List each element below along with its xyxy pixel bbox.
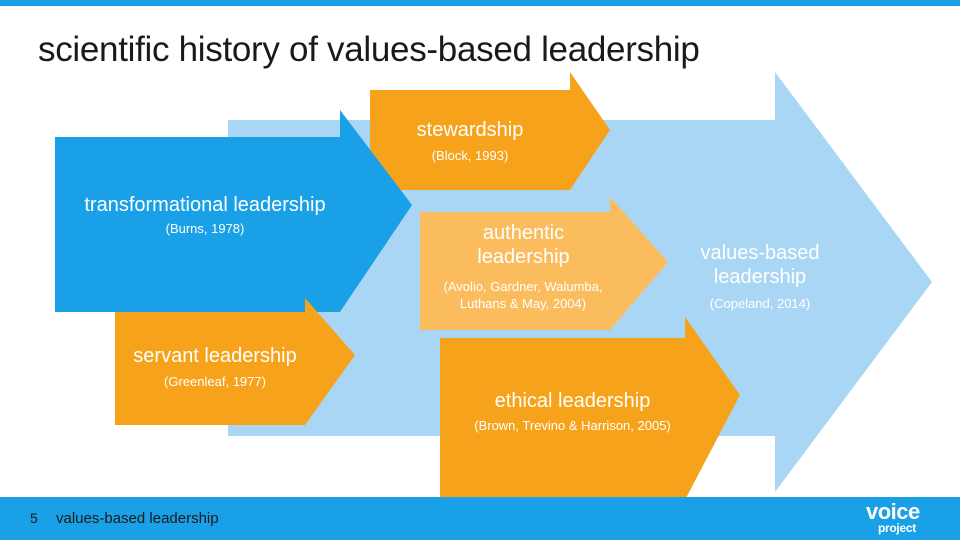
transformational-arrow: [55, 110, 412, 312]
footer-bar: 5 values-based leadership voice project: [0, 497, 960, 540]
stewardship-label: stewardship: [416, 119, 524, 141]
ethical-label: ethical leadership: [494, 390, 651, 412]
ethical-citation: (Brown, Trevino & Harrison, 2005): [474, 418, 671, 433]
logo-text-bottom: project: [878, 521, 916, 535]
values-based-label: values-based leadership: [700, 242, 820, 288]
servant-arrow: [115, 298, 355, 425]
authentic-label: authentic leadership: [477, 222, 570, 268]
servant-citation: (Greenleaf, 1977): [164, 374, 266, 389]
authentic-citation: (Avolio, Gardner, Walumba, Luthans & May…: [443, 279, 603, 311]
logo-text-top: voice: [866, 499, 920, 524]
servant-label: servant leadership: [133, 345, 297, 367]
stewardship-citation: (Block, 1993): [431, 148, 509, 163]
stewardship-arrow: [370, 72, 610, 190]
ethical-arrow: [440, 317, 740, 500]
footer-title: values-based leadership: [56, 510, 219, 527]
page-number: 5: [30, 510, 38, 526]
transformational-citation: (Burns, 1978): [165, 221, 245, 236]
transformational-label: transformational leadership: [84, 194, 326, 216]
values-based-citation: (Copeland, 2014): [709, 296, 811, 311]
top-accent-bar: [0, 0, 960, 6]
authentic-arrow: [420, 197, 668, 330]
page-title: scientific history of values-based leade…: [38, 30, 700, 69]
voice-project-logo: voice project: [866, 499, 932, 537]
